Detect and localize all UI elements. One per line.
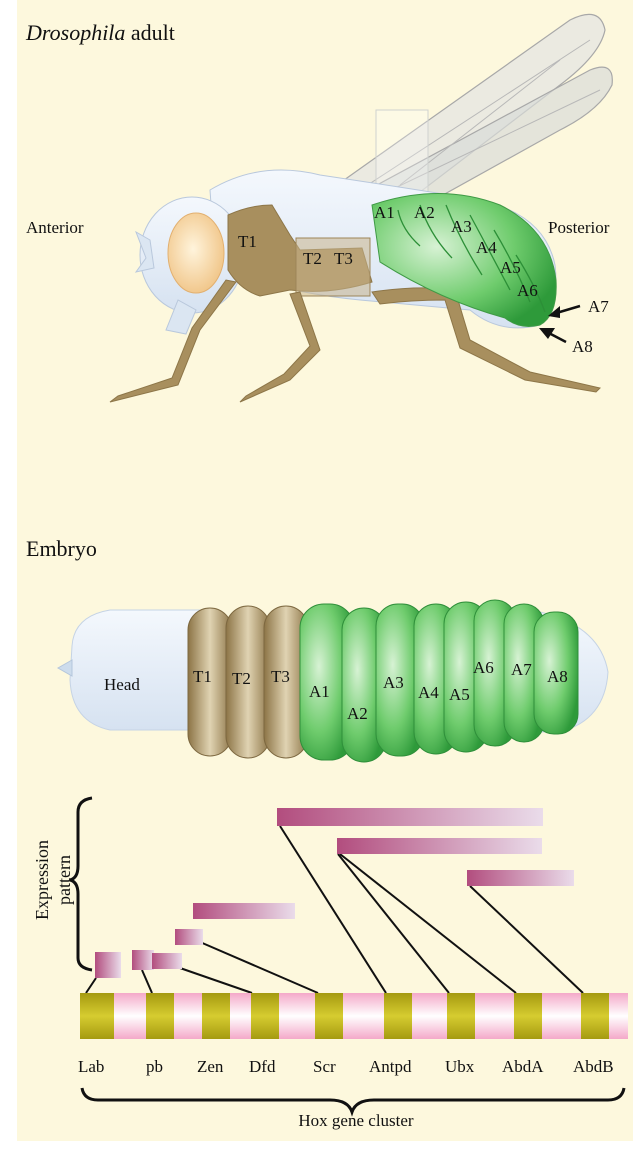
hox-cluster-brace — [82, 1088, 624, 1112]
adult-label-a4: A4 — [476, 238, 497, 257]
connector-abda — [470, 886, 583, 993]
embryo-label-a3: A3 — [383, 673, 404, 692]
gene-label-ubx: Ubx — [445, 1057, 475, 1076]
adult-label-a1: A1 — [374, 203, 395, 222]
gene-label-pb: pb — [146, 1057, 163, 1076]
adult-label-a3: A3 — [451, 217, 472, 236]
fly-eye — [168, 213, 224, 293]
embryo-label-a4: A4 — [418, 683, 439, 702]
expression-bar-ubx — [337, 838, 542, 854]
hox-gene-block-zen — [202, 993, 230, 1039]
gene-label-lab: Lab — [78, 1057, 104, 1076]
gene-label-antpd: Antpd — [369, 1057, 412, 1076]
embryo-label-head: Head — [104, 675, 140, 694]
gene-label-abda: AbdA — [502, 1057, 544, 1076]
expression-bar-zen — [175, 929, 203, 945]
expression-bar-dfd — [193, 903, 295, 919]
embryo-label-a6: A6 — [473, 658, 494, 677]
adult-label-a8: A8 — [572, 337, 593, 356]
hox-cluster-section: Lab pb Zen Dfd Scr Antpd Ubx AbdA AbdB H… — [78, 993, 628, 1130]
connector-dfd — [180, 968, 252, 993]
hox-gene-block-scr — [315, 993, 343, 1039]
embryo-label-t2: T2 — [232, 669, 251, 688]
embryo-label-t3: T3 — [271, 667, 290, 686]
hox-gene-block-dfd — [251, 993, 279, 1039]
hox-gene-block-abdb — [581, 993, 609, 1039]
expression-label-line1: Expression — [32, 840, 52, 920]
adult-label-a5: A5 — [500, 258, 521, 277]
gene-label-dfd: Dfd — [249, 1057, 276, 1076]
connector-antpd — [338, 854, 449, 993]
adult-label-t2: T2 — [303, 249, 322, 268]
hox-gene-block-antpd — [384, 993, 412, 1039]
connector-scr-a — [200, 942, 318, 993]
gene-label-abdb: AbdB — [573, 1057, 614, 1076]
middle-leg — [240, 292, 320, 402]
embryo-label-a8: A8 — [547, 667, 568, 686]
adult-label-a2: A2 — [414, 203, 435, 222]
expression-bar-lab — [95, 952, 121, 978]
adult-title-rest: adult — [125, 20, 175, 45]
posterior-label: Posterior — [548, 218, 610, 237]
adult-title-genus: Drosophila — [25, 20, 125, 45]
embryo-label-a7: A7 — [511, 660, 532, 679]
embryo-section: Embryo Head T1 T2 T3 A1 A2 A3 A4 A5 A6 A… — [26, 536, 608, 762]
expression-bar-abdb — [467, 870, 574, 886]
embryo-label-a2: A2 — [347, 704, 368, 723]
hox-cluster-label: Hox gene cluster — [298, 1111, 414, 1130]
embryo-illustration — [58, 600, 608, 762]
embryo-title: Embryo — [26, 536, 97, 561]
adult-label-t1: T1 — [238, 232, 257, 251]
hox-gene-block-lab — [80, 993, 114, 1039]
adult-label-a7: A7 — [588, 297, 609, 316]
expression-section: Expression pattern — [32, 798, 583, 993]
gene-label-zen: Zen — [197, 1057, 224, 1076]
expression-bar-antpd — [277, 808, 543, 826]
connector-pb — [142, 970, 152, 993]
hox-gene-block-ubx — [447, 993, 475, 1039]
expression-bar-pb-a — [132, 950, 154, 970]
connector-lab — [86, 978, 96, 993]
embryo-label-a5: A5 — [449, 685, 470, 704]
embryo-tip — [58, 660, 72, 676]
hox-gene-block-abda — [514, 993, 542, 1039]
adult-title: Drosophila adult — [25, 20, 175, 45]
expression-bar-pb-b — [152, 953, 182, 969]
adult-section: Drosophila adult Anterior Posterior — [25, 14, 612, 402]
expression-label: Expression pattern — [32, 840, 74, 920]
anterior-label: Anterior — [26, 218, 84, 237]
embryo-label-a1: A1 — [309, 682, 330, 701]
arrow-a8-head — [539, 328, 555, 339]
gene-label-scr: Scr — [313, 1057, 336, 1076]
adult-label-a6: A6 — [517, 281, 538, 300]
adult-label-t3: T3 — [334, 249, 353, 268]
embryo-label-t1: T1 — [193, 667, 212, 686]
hox-gene-block-pb — [146, 993, 174, 1039]
embryo-head — [70, 610, 200, 730]
fly-illustration — [110, 14, 612, 402]
